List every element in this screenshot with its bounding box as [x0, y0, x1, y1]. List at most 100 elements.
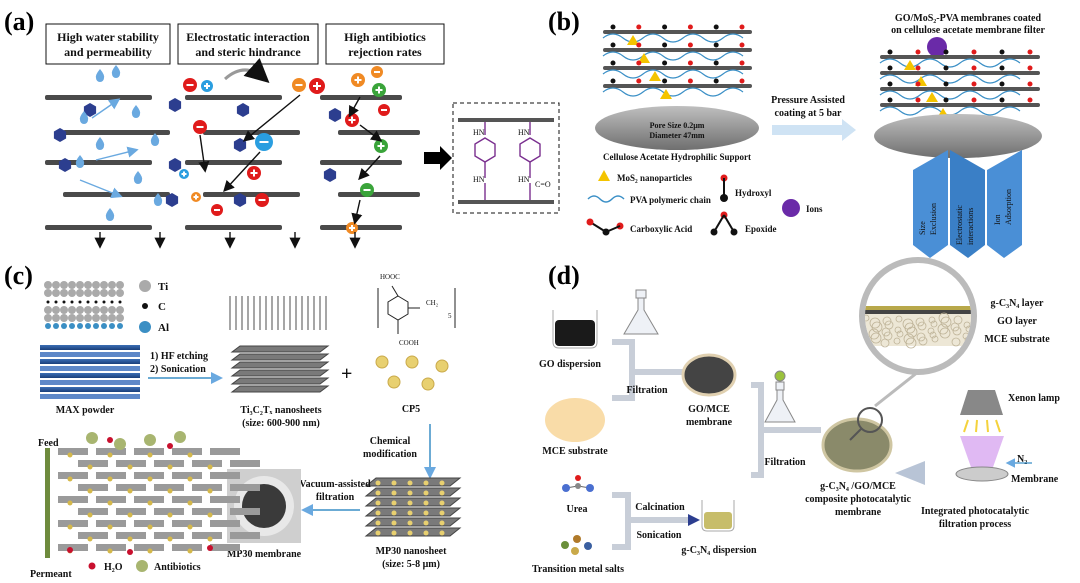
minus-ion-icon	[211, 204, 223, 216]
pore	[902, 318, 914, 330]
functional-group	[662, 78, 668, 84]
functional-group	[610, 42, 616, 48]
hexagon-spacer-icon	[53, 128, 67, 142]
functional-group	[999, 97, 1005, 103]
antibiotic-molecule-icon	[86, 432, 98, 444]
amide-hn-1: HN	[473, 128, 485, 137]
panel-c-label: (c)	[4, 261, 33, 290]
cp5-dot	[423, 480, 429, 486]
mos2-legend-icon	[598, 170, 610, 181]
cp5-dot	[439, 530, 445, 536]
atom	[52, 289, 60, 297]
flask1-icon	[623, 289, 659, 335]
zoom-layers	[865, 306, 971, 349]
pore	[865, 314, 870, 322]
cp5-marker	[167, 536, 173, 542]
mxene-sheet	[230, 369, 330, 377]
pva-chain	[879, 58, 1021, 68]
atom	[52, 314, 60, 322]
atom	[68, 281, 76, 289]
box1-line2: and permeability	[64, 45, 152, 59]
cp5-dot	[391, 500, 397, 506]
mxene-label-2: (size: 600-900 nm)	[242, 418, 320, 429]
cp5-marker	[87, 512, 93, 518]
flow-arrow	[348, 96, 361, 118]
epoxide-legend-icon	[710, 211, 738, 236]
functional-group	[713, 78, 719, 84]
water-droplet-icon	[95, 137, 105, 150]
mp30-sheet	[364, 487, 462, 497]
brick	[192, 532, 222, 539]
functional-group	[739, 60, 745, 66]
mos2-particle-icon	[926, 92, 938, 102]
cp5-dot	[423, 510, 429, 516]
cp5-dot	[375, 500, 381, 506]
pore	[916, 332, 926, 342]
cp5-label: CP5	[402, 404, 420, 415]
mxene-sheet	[230, 385, 330, 393]
cp5-dot	[407, 510, 413, 516]
mechanism-chevrons	[913, 150, 1022, 258]
panel-d-label: (d)	[548, 261, 580, 290]
ion-icon	[927, 37, 947, 57]
go-mos2-layers-right	[879, 49, 1040, 118]
atom	[60, 306, 68, 314]
pore	[931, 335, 939, 343]
mech-elec-2: interactions	[966, 208, 975, 245]
brick	[210, 544, 240, 551]
cp5-marker	[167, 512, 173, 518]
cp5-dot	[439, 520, 445, 526]
antibiotics-legend-icon	[136, 560, 148, 572]
atom	[60, 289, 68, 297]
pressure-arrow-icon	[772, 119, 856, 141]
functional-group	[662, 24, 668, 30]
atom	[108, 314, 116, 322]
panel-a-label: (a)	[4, 7, 34, 36]
minus-ion-icon	[255, 193, 269, 207]
mos2-particle-icon	[638, 53, 650, 63]
go-beaker-icon	[552, 310, 598, 349]
vac-line1: Vacuum-assisted	[299, 479, 371, 490]
filtration2-bracket	[751, 382, 821, 478]
graphene-sheet	[203, 192, 300, 197]
graphene-sheet	[338, 192, 420, 197]
cp5-marker	[207, 512, 213, 518]
graphene-sheet	[185, 95, 282, 100]
pore	[928, 316, 936, 324]
atom	[108, 306, 116, 314]
functional-group	[915, 49, 921, 55]
water-molecule-icon	[127, 549, 133, 555]
water-molecule-icon	[207, 545, 213, 551]
cp5-dot	[375, 520, 381, 526]
brick	[154, 460, 184, 467]
functional-group	[713, 42, 719, 48]
hexagon-spacer-icon	[83, 103, 97, 117]
hydroxyl-legend-icon	[720, 174, 728, 202]
pore	[952, 326, 962, 336]
magnifier-icon	[849, 407, 883, 441]
atom	[116, 289, 124, 297]
atom	[102, 300, 106, 304]
brick	[96, 448, 126, 455]
cp5-marker	[207, 488, 213, 494]
coated-title-2: on cellulose acetate membrane filter	[891, 25, 1045, 36]
functional-group	[739, 42, 745, 48]
functional-group	[915, 97, 921, 103]
functional-group	[1027, 81, 1033, 87]
cp5-dot	[391, 480, 397, 486]
plus-ion-icon	[247, 166, 261, 180]
xenon-lamp-icon	[955, 390, 1009, 482]
filtration1-label: Filtration	[626, 385, 668, 396]
cp5-marker	[207, 536, 213, 542]
water-droplet-icon	[105, 208, 115, 221]
h2o-legend-icon	[88, 562, 96, 570]
coated-membrane-disc	[874, 114, 1042, 158]
pore	[927, 327, 935, 335]
atom	[110, 300, 114, 304]
pva-legend-icon	[587, 195, 625, 203]
permeant-label: Permeant	[30, 569, 72, 580]
hexagon-spacer-icon	[236, 103, 250, 117]
mos2-particle-icon	[904, 60, 916, 70]
cp5-dot	[423, 520, 429, 526]
mos2-particle-icon	[649, 71, 661, 81]
